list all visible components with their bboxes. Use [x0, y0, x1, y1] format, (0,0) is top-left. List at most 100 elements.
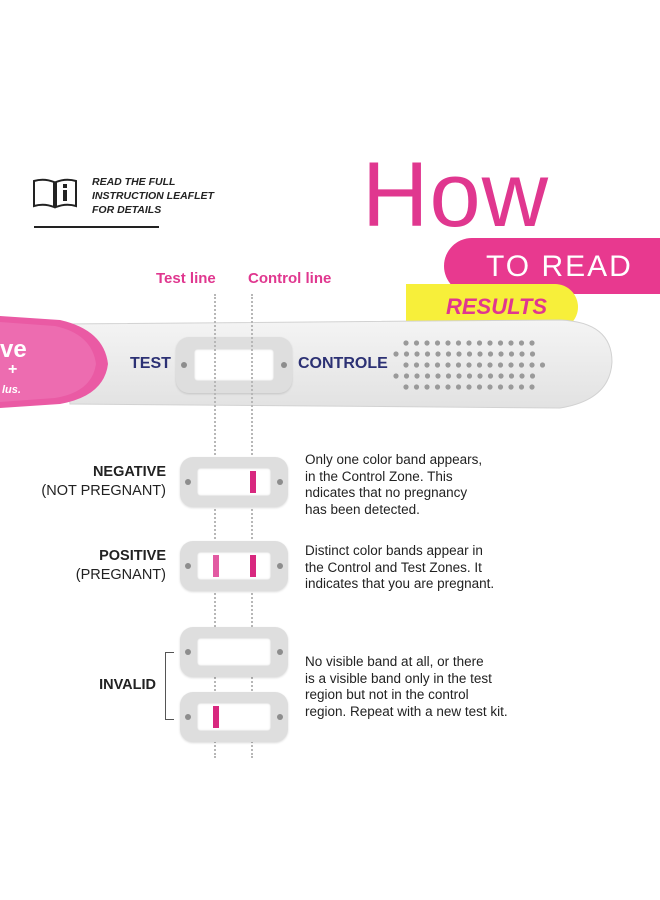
grip-dot	[445, 351, 452, 357]
grip-dot	[393, 351, 399, 357]
grip-dot	[466, 362, 472, 368]
brand-logo: ve + lus.	[0, 338, 27, 400]
negative-window	[180, 457, 288, 507]
positive-control-band	[250, 555, 256, 577]
grip-dot	[539, 362, 546, 368]
grip-dot	[393, 373, 399, 379]
negative-control-band	[250, 471, 256, 493]
grip-dot	[403, 340, 409, 346]
positive-title: POSITIVE	[99, 548, 166, 564]
grip-dots-icon	[393, 340, 546, 390]
grip-dot	[508, 362, 514, 368]
grip-dot	[497, 362, 504, 368]
grip-dot	[455, 362, 462, 368]
leaflet-line-1: READ THE FULL	[92, 176, 176, 188]
grip-dot	[466, 373, 473, 379]
grip-dot	[466, 351, 473, 357]
grip-dot	[445, 384, 451, 390]
grip-dot	[424, 340, 430, 346]
test-line-guide	[214, 294, 216, 758]
book-info-icon	[33, 178, 77, 209]
logo-line-2: +	[8, 361, 18, 378]
positive-test-band	[213, 555, 219, 577]
invalid-window-test-only	[180, 692, 288, 742]
leaflet-line-3: FOR DETAILS	[92, 204, 162, 216]
grip-dot	[445, 373, 452, 379]
leaflet-note: READ THE FULL INSTRUCTION LEAFLET FOR DE…	[92, 175, 232, 217]
negative-desc-line-2: in the Control Zone. This	[305, 468, 453, 484]
grip-dot	[435, 373, 441, 379]
grip-dot	[455, 340, 462, 346]
positive-desc-line-2: the Control and Test Zones. It	[305, 559, 482, 575]
grip-dot	[456, 351, 462, 357]
grip-dot	[519, 351, 525, 357]
grip-dot	[403, 351, 410, 357]
stick-control-word: CONTROLE	[298, 355, 388, 372]
heading-how: How	[362, 144, 550, 246]
heading-to-read: TO READ	[486, 250, 633, 283]
negative-desc-line-3: ndicates that no pregnancy	[305, 485, 468, 500]
grip-dot	[403, 362, 409, 368]
grip-dot	[413, 362, 420, 368]
invalid-desc-line-3: region but not in the control	[305, 687, 469, 702]
negative-title: NEGATIVE	[92, 464, 166, 480]
grip-dot	[476, 384, 483, 390]
grip-dot	[466, 340, 472, 346]
heading-results: RESULTS	[446, 294, 548, 319]
negative-desc-line-4: has been detected.	[305, 501, 420, 517]
grip-dot	[445, 362, 451, 368]
negative-subtitle: (NOT PREGNANT)	[41, 483, 166, 499]
positive-subtitle: (PREGNANT)	[75, 567, 166, 583]
invalid-window-blank	[180, 627, 288, 677]
grip-dot	[487, 373, 494, 379]
grip-dot	[529, 373, 536, 379]
positive-desc-line-3: indicates that you are pregnant.	[305, 576, 495, 591]
grip-dot	[456, 373, 462, 379]
grip-dot	[445, 340, 451, 346]
grip-dot	[487, 384, 493, 390]
grip-dot	[529, 340, 535, 346]
invalid-title: INVALID	[99, 677, 156, 693]
grip-dot	[424, 373, 431, 379]
grip-dot	[497, 340, 504, 346]
grip-dot	[518, 384, 525, 390]
grip-dot	[424, 351, 431, 357]
stick-result-window	[176, 337, 292, 393]
stick-test-word: TEST	[130, 355, 171, 372]
grip-dot	[518, 362, 525, 368]
grip-dot	[403, 384, 409, 390]
grip-dot	[487, 340, 493, 346]
grip-dot	[477, 373, 483, 379]
test-line-label: Test line	[156, 270, 216, 287]
leaflet-divider	[34, 226, 159, 228]
grip-dot	[498, 373, 504, 379]
grip-dot	[476, 340, 483, 346]
positive-description: Distinct color bands appear in the Contr…	[305, 543, 555, 593]
control-line-label: Control line	[248, 270, 332, 287]
invalid-bracket	[165, 652, 174, 720]
control-line-guide	[251, 294, 253, 758]
grip-dot	[414, 373, 420, 379]
grip-dot	[413, 340, 420, 346]
grip-dot	[487, 362, 493, 368]
grip-dot	[413, 384, 420, 390]
invalid-test-band	[213, 706, 219, 728]
grip-dot	[434, 362, 441, 368]
grip-dot	[508, 373, 515, 379]
grip-dot	[529, 351, 536, 357]
grip-dot	[497, 384, 504, 390]
grip-dot	[518, 340, 525, 346]
grip-dot	[529, 384, 535, 390]
invalid-label: INVALID	[0, 676, 156, 695]
grip-dot	[455, 384, 462, 390]
negative-description: Only one color band appears, in the Cont…	[305, 452, 555, 518]
grip-dot	[508, 340, 514, 346]
grip-dot	[435, 351, 441, 357]
invalid-desc-line-4: region. Repeat with a new test kit.	[305, 703, 508, 719]
grip-dot	[477, 351, 483, 357]
grip-dot	[476, 362, 483, 368]
invalid-description: No visible band at all, or there is a vi…	[305, 654, 555, 720]
grip-dot	[424, 384, 430, 390]
invalid-desc-line-1: No visible band at all, or there	[305, 654, 484, 669]
grip-dot	[403, 373, 410, 379]
